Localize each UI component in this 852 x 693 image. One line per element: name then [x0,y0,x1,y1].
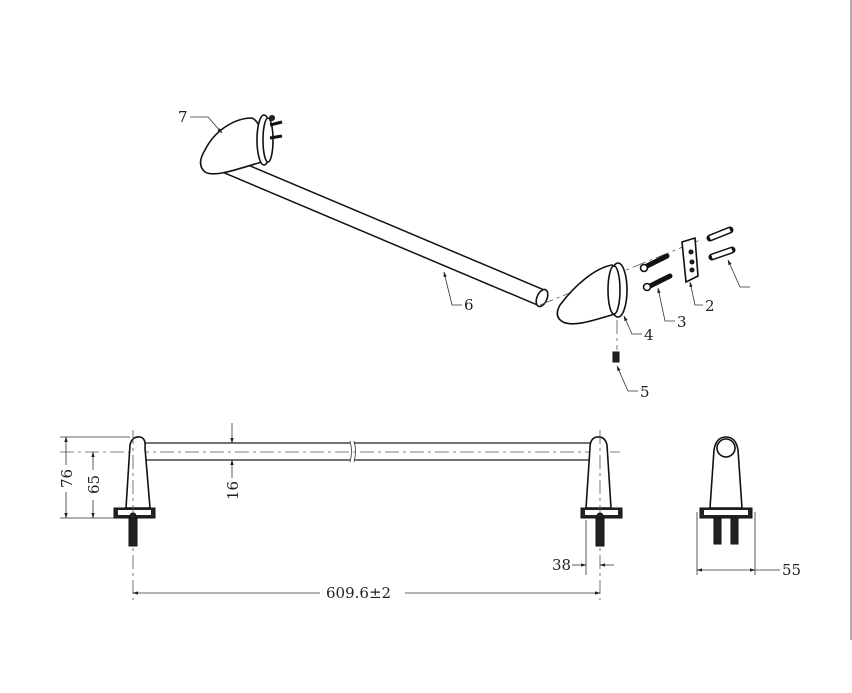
left-bracket [199,114,283,175]
dim-16: 16 [224,481,242,500]
dimension-lines [60,423,614,595]
screw-left [128,517,138,547]
dim-38: 38 [552,556,571,574]
callout-6: 6 [464,296,474,314]
dim-65: 65 [85,475,103,494]
mounting-screws [639,253,673,292]
callout-2: 2 [705,297,715,315]
right-bracket [539,239,701,363]
front-view: 76 65 16 609.6±2 38 [58,423,623,602]
callout-leaders [190,116,750,392]
wall-anchors [706,226,736,261]
screw-right [595,517,605,547]
callout-7: 7 [178,108,188,126]
dim-55: 55 [782,561,801,579]
towel-rod [211,151,549,308]
callout-3: 3 [677,313,687,331]
set-screw [612,351,620,363]
callout-4: 4 [644,326,654,344]
mounting-plate [681,236,699,284]
dim-length: 609.6±2 [326,584,391,602]
callout-5: 5 [640,383,650,401]
side-view: 55 [696,436,801,579]
exploded-view: 7 6 5 4 3 2 [178,108,750,401]
dim-76: 76 [58,469,76,488]
